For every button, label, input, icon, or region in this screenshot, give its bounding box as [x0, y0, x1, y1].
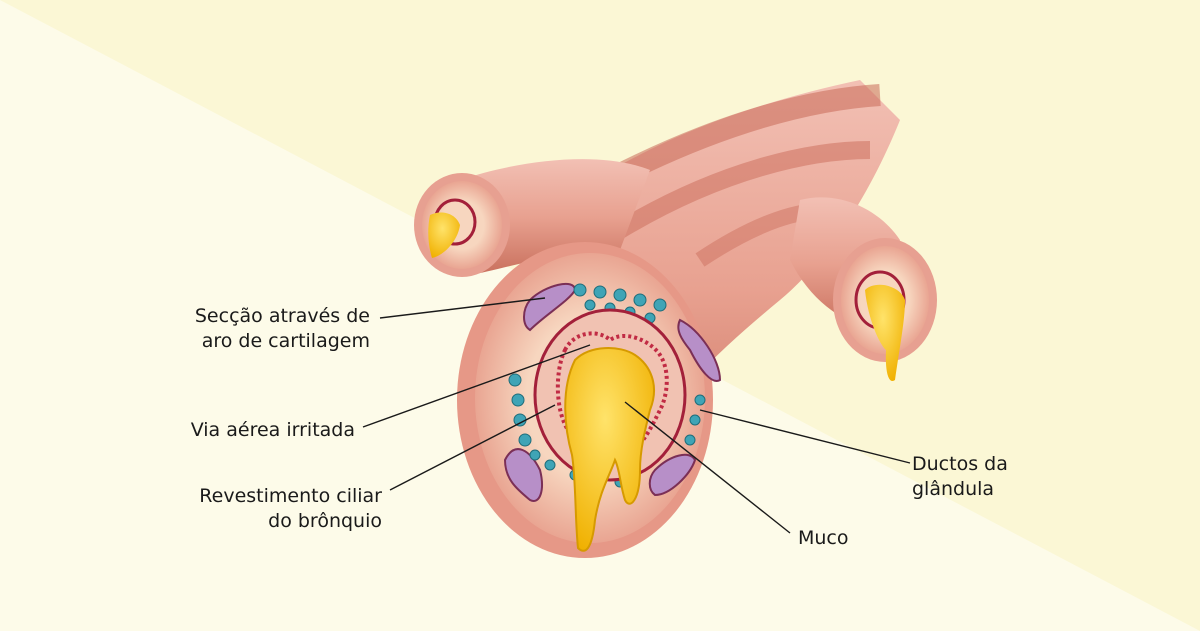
right-branch [790, 197, 937, 381]
label-gland-ducts: Ductos da glândula [912, 453, 1008, 500]
leader-lines [362, 297, 911, 534]
label-irritated-airway: Via aérea irritada [190, 419, 355, 441]
label-mucus: Muco [798, 527, 849, 549]
left-branch [414, 159, 650, 277]
main-cross-section [457, 242, 722, 558]
label-bronchus-cilia: Revestimento ciliar do brônquio [199, 485, 382, 532]
label-cartilage-section: Secção através de aro de cartilagem [194, 305, 370, 352]
